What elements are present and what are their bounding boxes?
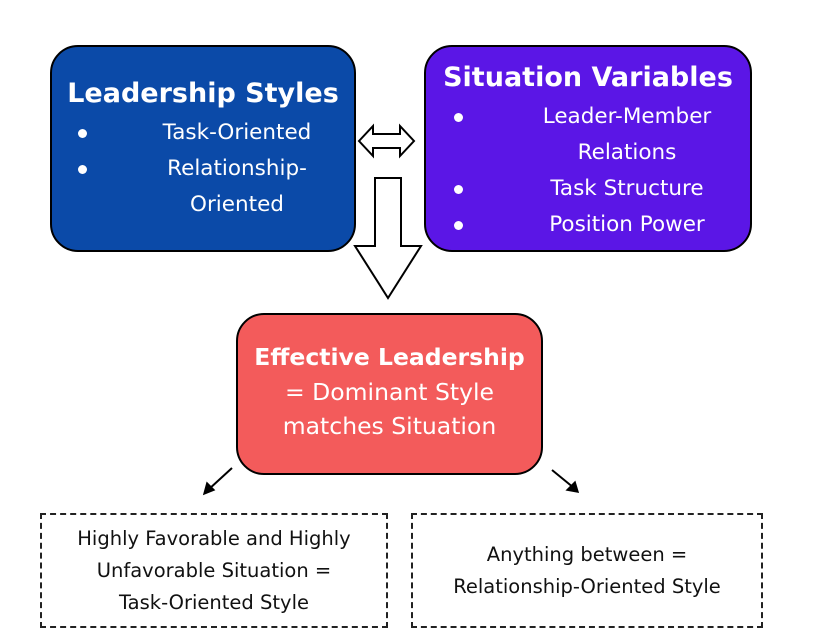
leadership-styles-title: Leadership Styles [67, 78, 339, 109]
bullet-dot [78, 129, 87, 138]
situation-variables-box: Situation Variables Leader-Member Relati… [424, 45, 752, 252]
bullet-dot [454, 221, 463, 230]
double-arrow-icon [357, 123, 416, 159]
leadership-styles-box: Leadership Styles Task-Oriented Relation… [50, 45, 356, 252]
list-item-text: Relationship- [167, 156, 307, 181]
list-item: Position Power [426, 207, 750, 243]
result-line: Highly Favorable and Highly [77, 526, 351, 550]
list-item-text: Task Structure [550, 176, 704, 201]
effective-leadership-box: Effective Leadership = Dominant Style ma… [236, 313, 543, 475]
bullet-dot [454, 185, 463, 194]
leadership-styles-list: Task-Oriented Relationship- Oriented [52, 115, 354, 223]
effective-leadership-line: = Dominant Style [285, 378, 494, 406]
result-line: Relationship-Oriented Style [453, 574, 721, 598]
result-box-task-oriented: Highly Favorable and Highly Unfavorable … [40, 513, 388, 628]
result-box-relationship-oriented: Anything between = Relationship-Oriented… [411, 513, 763, 628]
list-item-text: Task-Oriented [162, 120, 312, 145]
list-item-text: Oriented [190, 192, 284, 217]
right-branch-arrow-icon [551, 469, 575, 489]
result-line: Unfavorable Situation = [96, 558, 332, 582]
left-branch-arrow-icon [207, 467, 233, 491]
result-line: Task-Oriented Style [118, 590, 309, 614]
effective-leadership-title: Effective Leadership [254, 343, 525, 371]
down-arrow-icon [353, 177, 423, 300]
right-branch-arrowhead-icon [565, 480, 580, 493]
bullet-dot [454, 113, 463, 122]
list-item-continuation: Relations [426, 135, 750, 171]
list-item: Task-Oriented [52, 115, 354, 151]
situation-variables-title: Situation Variables [443, 62, 733, 93]
effective-leadership-line: matches Situation [282, 412, 497, 440]
left-branch-arrowhead-icon [202, 481, 216, 496]
list-item: Leader-Member [426, 99, 750, 135]
result-line: Anything between = [486, 542, 688, 566]
list-item: Task Structure [426, 171, 750, 207]
list-item-text: Position Power [549, 212, 705, 237]
list-item-text: Relations [577, 140, 677, 165]
bullet-dot [78, 165, 87, 174]
list-item: Relationship- [52, 151, 354, 187]
list-item-text: Leader-Member [542, 104, 712, 129]
list-item-continuation: Oriented [52, 187, 354, 223]
situation-variables-list: Leader-Member Relations Task Structure P… [426, 99, 750, 243]
